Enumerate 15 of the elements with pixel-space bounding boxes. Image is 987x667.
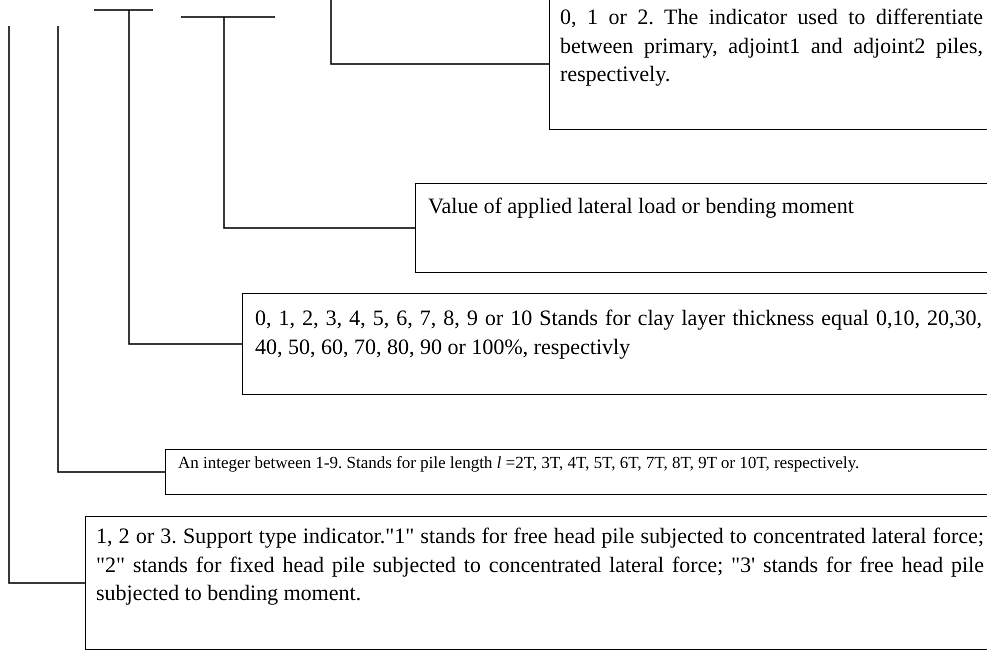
- description-text: Value of applied lateral load or bending moment: [428, 192, 855, 220]
- description-box: [165, 449, 987, 495]
- description-box: [242, 293, 987, 395]
- description-text: 0, 1 or 2. The indicator used to differentiate between primary, adjoint1 and adjoint2 piles, respectively.: [560, 3, 983, 88]
- leader-line: [8, 26, 85, 584]
- description-text: 0, 1, 2, 3, 4, 5, 6, 7, 8, 9 or 10 Stands for clay layer thickness equal 0,10, 20,30, 40, 50, 60, 70, 80, 90 or 100%, respectivly: [255, 304, 982, 361]
- leader-line: [223, 17, 415, 229]
- description-text: 1, 2 or 3. Support type indicator."1" stands for free head pile subjected to concentrated lateral force; "2" stands for fixed head pile subjected to concentrated lateral force; "3' stands for free head pile subjected to bending moment.: [96, 522, 984, 608]
- description-box: [415, 183, 987, 273]
- leader-line: [330, 0, 549, 65]
- description-box: [549, 0, 987, 130]
- description-box: [85, 516, 987, 650]
- leader-line: [128, 10, 242, 345]
- leader-line: [57, 26, 165, 473]
- description-text: An integer between 1-9. Stands for pile length l =2T, 3T, 4T, 5T, 6T, 7T, 8T, 9T or 10T, respectively.: [178, 452, 860, 474]
